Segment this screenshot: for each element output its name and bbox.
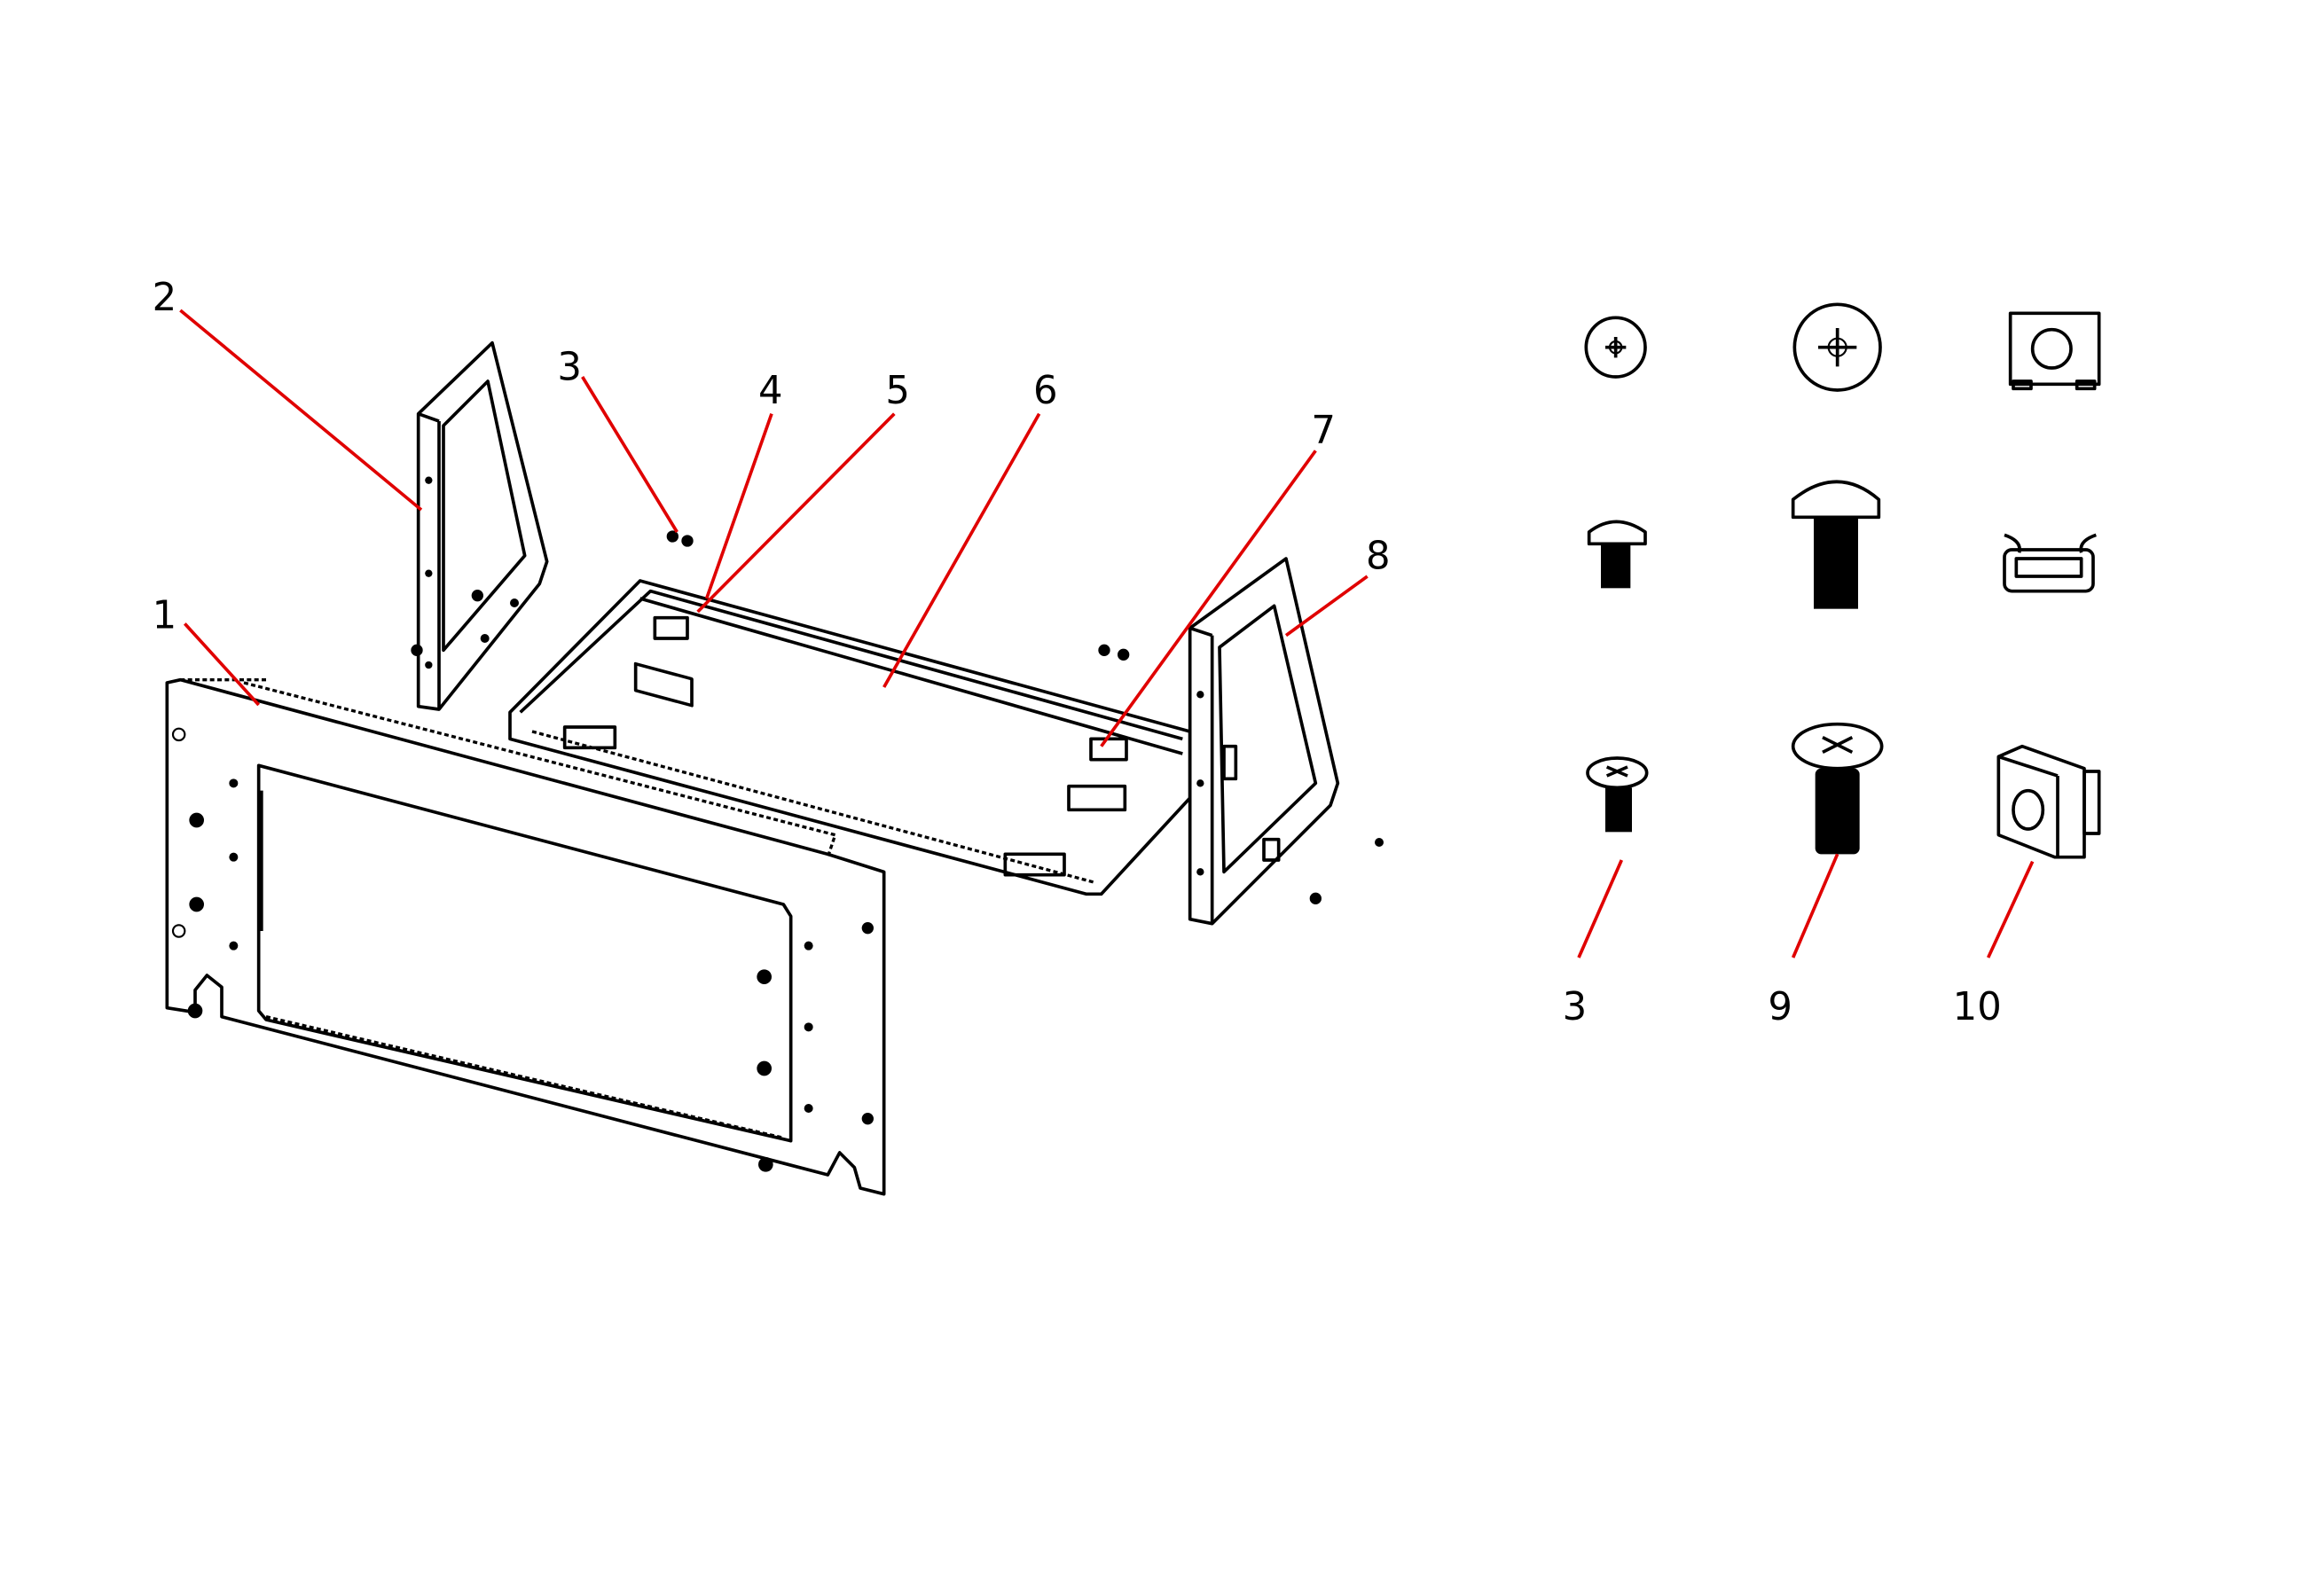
callout-1: 1 [153,593,177,638]
leader-lines [179,309,2035,958]
front-panel [165,677,886,1196]
hardware-cage-nut-top [2008,311,2101,391]
hardware-label-9: 9 [1768,985,1792,1029]
hardware-small-screw-top [1584,316,1647,379]
hardware-large-screw-top [1792,302,1882,392]
callout-5: 5 [885,369,910,413]
left-side-bracket [411,340,549,711]
hardware-large-screw-iso [1791,722,1884,855]
callout-2: 2 [153,276,177,320]
hardware-large-screw-side [1791,480,1881,609]
support-tray [508,530,1384,904]
callout-6: 6 [1033,369,1058,413]
hardware-small-screw-iso [1586,756,1649,833]
hardware-cage-nut-iso [1996,744,2101,859]
hardware-label-3: 3 [1563,985,1588,1029]
callout-7: 7 [1311,409,1336,453]
right-side-bracket [1188,557,1340,926]
callout-3: 3 [557,345,582,389]
callout-4: 4 [758,369,783,413]
hardware-small-screw-side [1587,520,1647,589]
callout-8: 8 [1366,535,1391,579]
hardware-cage-nut-side [2003,533,2097,593]
hardware-label-10: 10 [1953,985,2002,1029]
